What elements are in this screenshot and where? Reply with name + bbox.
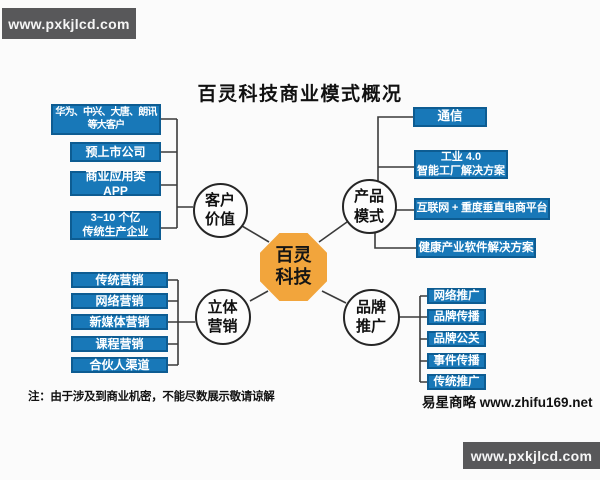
branch-item-brand-5: 传统推广 bbox=[427, 374, 486, 390]
branch-item-customer-2: 预上市公司 bbox=[70, 142, 161, 162]
watermark-bottom-right: www.pxkjlcd.com bbox=[463, 442, 600, 469]
branch-item-brand-2: 品牌传播 bbox=[427, 309, 486, 325]
node-customer-value: 客户 价值 bbox=[192, 182, 248, 238]
hub-node: 百灵 科技 bbox=[260, 233, 327, 301]
branch-item-brand-4: 事件传播 bbox=[427, 353, 486, 369]
branch-item-marketing-4: 课程营销 bbox=[71, 336, 168, 352]
branch-item-marketing-5: 合伙人渠道 bbox=[71, 357, 168, 373]
branch-item-marketing-3: 新媒体营销 bbox=[71, 314, 168, 330]
connector-brand-group bbox=[399, 295, 427, 383]
branch-item-marketing-1: 传统营销 bbox=[71, 272, 168, 288]
connector-hub-diagonals bbox=[241, 221, 348, 304]
node-brand: 品牌 推广 bbox=[342, 288, 400, 346]
branch-item-brand-1: 网络推广 bbox=[427, 288, 486, 304]
watermark-top-left: www.pxkjlcd.com bbox=[2, 8, 136, 39]
branch-item-product-2: 工业 4.0 智能工厂解决方案 bbox=[414, 150, 508, 179]
branch-item-marketing-2: 网络营销 bbox=[71, 293, 168, 309]
branch-item-product-3: 互联网 + 重度垂直电商平台 bbox=[414, 198, 550, 220]
branch-item-customer-1: 华为、中兴、大唐、朗讯 等大客户 bbox=[51, 104, 161, 135]
branch-item-customer-4: 3~10 个亿 传统生产企业 bbox=[70, 211, 161, 240]
branch-item-product-4: 健康产业软件解决方案 bbox=[416, 238, 536, 258]
branch-item-brand-3: 品牌公关 bbox=[427, 331, 486, 347]
credit-text: 易星商略 www.zhifu169.net bbox=[422, 395, 593, 410]
node-marketing: 立体 营销 bbox=[194, 289, 251, 345]
connector-product-group bbox=[374, 116, 416, 249]
branch-item-customer-3: 商业应用类 APP bbox=[70, 169, 161, 198]
connector-marketing-group bbox=[168, 279, 195, 366]
confidential-note: 注：由于涉及到商业机密，不能尽数展示敬请谅解 bbox=[28, 391, 275, 403]
branch-item-product-1: 通信 bbox=[413, 107, 487, 127]
connector-customer-group bbox=[160, 118, 193, 229]
node-product-model: 产品 模式 bbox=[341, 179, 397, 234]
diagram-title: 百灵科技商业模式概况 bbox=[197, 84, 403, 105]
